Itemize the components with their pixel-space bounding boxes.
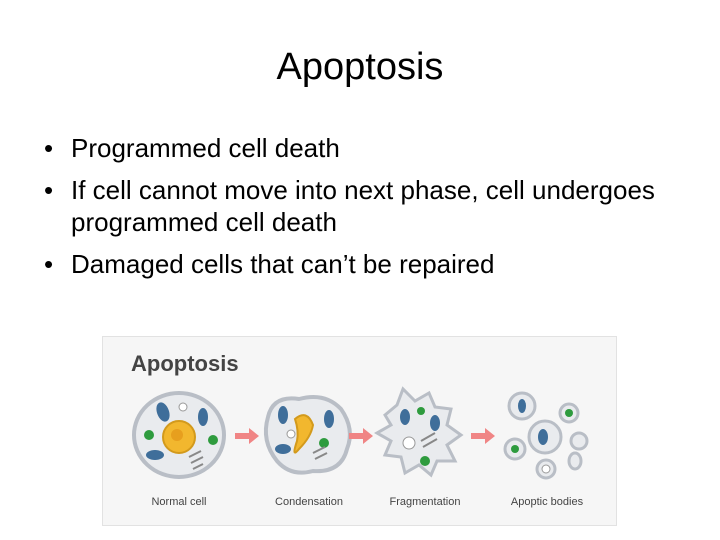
- bullet-list: • Programmed cell death • If cell cannot…: [44, 132, 684, 290]
- condensation-cell-illustration: [263, 395, 352, 475]
- stage-label-fragmentation: Fragmentation: [389, 496, 461, 508]
- bullet-item: • Damaged cells that can’t be repaired: [44, 248, 684, 280]
- bullet-item: • If cell cannot move into next phase, c…: [44, 174, 684, 238]
- bullet-item: • Programmed cell death: [44, 132, 684, 164]
- stage-label-apoptic-bodies: Apoptic bodies: [510, 496, 584, 508]
- stage-label-normal-cell: Normal cell: [151, 496, 207, 508]
- stage-label-condensation: Condensation: [275, 496, 343, 508]
- fragmentation-cell-illustration: [373, 386, 464, 478]
- apoptic-bodies-illustration: [503, 391, 589, 480]
- bullet-text: If cell cannot move into next phase, cel…: [71, 175, 655, 237]
- bullet-icon: •: [44, 175, 54, 205]
- apoptosis-diagram: [132, 386, 589, 480]
- arrow-icon: [235, 428, 259, 444]
- figure-title: Apoptosis: [131, 351, 239, 376]
- bullet-icon: •: [44, 249, 54, 279]
- bullet-text: Damaged cells that can’t be repaired: [71, 249, 495, 279]
- arrow-icon: [471, 428, 495, 444]
- arrow-icon: [349, 428, 373, 444]
- apoptosis-figure: Apoptosis Normal cell Condensation Fragm…: [102, 336, 617, 526]
- normal-cell-illustration: [132, 391, 226, 479]
- bullet-icon: •: [44, 133, 54, 163]
- bullet-text: Programmed cell death: [71, 133, 340, 163]
- slide-title: Apoptosis: [276, 46, 444, 88]
